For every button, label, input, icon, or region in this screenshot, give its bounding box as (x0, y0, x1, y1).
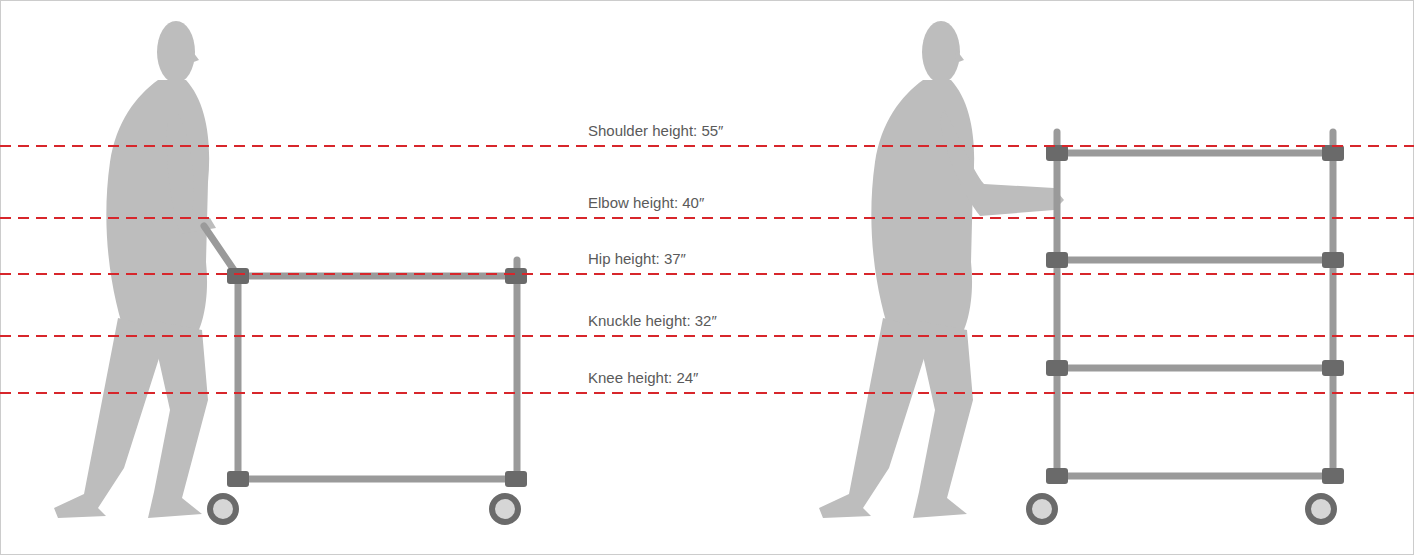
height-label: Knee height: 24″ (586, 369, 700, 387)
person-pushing-low-cart (54, 21, 216, 518)
cart-wheels (1029, 496, 1334, 522)
person-pushing-tall-cart (819, 21, 1064, 518)
height-label: Shoulder height: 55″ (586, 122, 725, 140)
cart-wheels (210, 496, 518, 522)
low-cart (204, 226, 517, 480)
height-lines (0, 146, 1414, 393)
height-label: Knuckle height: 32″ (586, 312, 719, 330)
cart-joints (227, 268, 527, 487)
height-label: Elbow height: 40″ (586, 194, 706, 212)
cart-joints (1046, 145, 1344, 484)
tall-cart (1057, 132, 1333, 480)
height-label: Hip height: 37″ (586, 250, 688, 268)
